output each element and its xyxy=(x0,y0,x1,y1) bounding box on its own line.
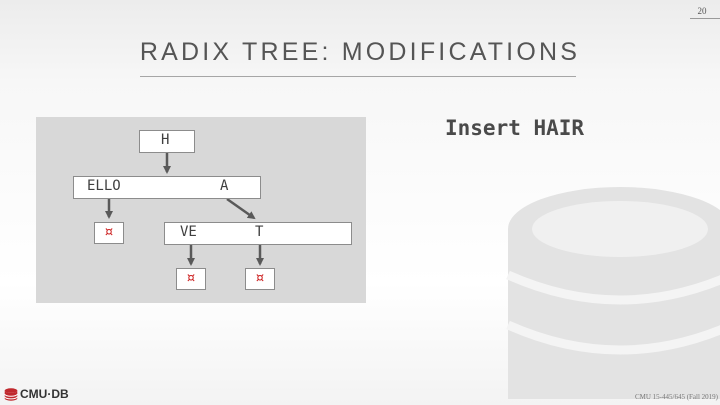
node-key-ello: ELLO xyxy=(87,178,121,194)
tree-node-level-2: ELLO A xyxy=(73,176,261,199)
node-key-a: A xyxy=(220,178,229,194)
page-number-divider xyxy=(690,18,720,19)
tree-edges xyxy=(105,153,264,266)
logo-text: CMU·DB xyxy=(20,387,69,401)
slide-title: RADIX TREE: MODIFICATIONS xyxy=(139,38,581,66)
database-logo-icon xyxy=(4,388,18,401)
database-watermark-icon xyxy=(506,187,720,399)
title-underline xyxy=(140,76,576,77)
instruction-text: Insert HAIR xyxy=(445,116,585,140)
node-key-h: H xyxy=(161,132,170,148)
edge-a-to-ve xyxy=(226,197,256,220)
terminal-node-ello: ¤ xyxy=(94,222,124,244)
tree-node-root: H xyxy=(139,130,195,153)
terminal-node-t: ¤ xyxy=(245,268,275,290)
course-label: CMU 15-445/645 (Fall 2019) xyxy=(634,393,718,401)
tree-node-level-3: VE T xyxy=(164,222,352,245)
radix-tree-diagram: H ELLO A ¤ VE T ¤ ¤ xyxy=(36,117,366,303)
node-key-ve: VE xyxy=(180,224,197,240)
terminal-node-ve: ¤ xyxy=(176,268,206,290)
node-key-t: T xyxy=(255,224,264,240)
page-number: 20 xyxy=(697,6,707,16)
